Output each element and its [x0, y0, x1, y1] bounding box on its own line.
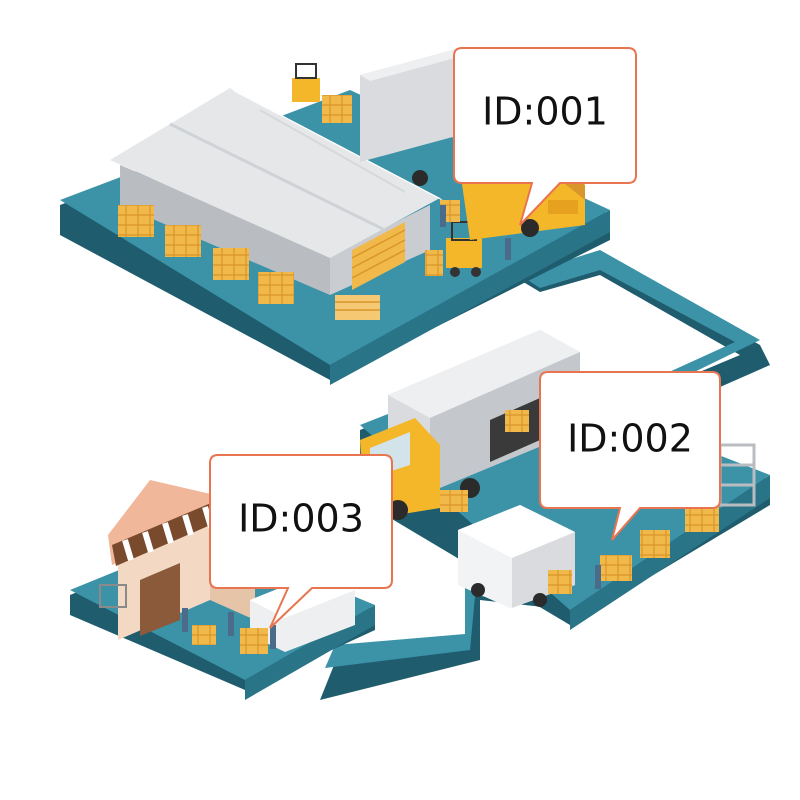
warehouse-icon — [110, 88, 445, 295]
cargo-pallets — [118, 205, 380, 320]
forklift-icon — [292, 63, 352, 123]
bubble-label-003: ID:003 — [238, 497, 364, 541]
bubble-id-003: ID:003 — [209, 454, 393, 629]
bubble-label-001: ID:001 — [482, 90, 608, 134]
forklift-icon — [425, 221, 482, 277]
bubble-id-002: ID:002 — [539, 371, 721, 541]
worker-figures — [182, 205, 601, 649]
bubble-id-001: ID:001 — [453, 47, 637, 226]
bubble-label-002: ID:002 — [567, 417, 693, 461]
van-icon — [458, 505, 575, 608]
